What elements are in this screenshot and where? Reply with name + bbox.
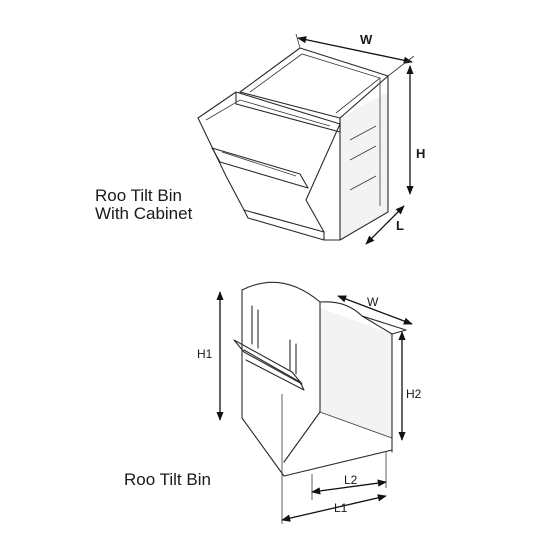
top-dimensions: W H L — [295, 32, 425, 245]
bin-bottom-edge — [241, 417, 393, 477]
tilt-bin-body — [197, 91, 341, 233]
cabinet-inner-frame — [249, 53, 381, 114]
bin-floor-line — [319, 411, 393, 439]
tilt-bin-handle — [211, 147, 309, 189]
top-length-label: L — [396, 218, 404, 233]
bin-illustration — [233, 281, 407, 477]
bin-handle-lower — [243, 349, 305, 391]
h1-label: H1 — [197, 347, 213, 361]
l2-arrow — [311, 479, 387, 495]
top-width-extension — [295, 33, 301, 49]
bottom-width-label: W — [367, 295, 379, 309]
l2-label: L2 — [344, 473, 358, 487]
top-length-arrow — [365, 205, 405, 245]
cabinet-side-shade — [340, 92, 388, 240]
cabinet-slot — [349, 175, 377, 191]
cabinet-right-side — [339, 75, 389, 241]
l1-arrow — [281, 494, 387, 522]
top-caption-line2: With Cabinet — [95, 204, 193, 223]
h2-label: H2 — [406, 387, 422, 401]
top-width-arrow — [297, 36, 413, 64]
cabinet-slot — [349, 125, 377, 141]
bin-top-corner — [391, 329, 407, 335]
top-width-label: W — [360, 32, 373, 47]
bottom-caption: Roo Tilt Bin — [124, 470, 211, 489]
bottom-dimensions: H1 H2 W L2 L1 — [197, 291, 422, 524]
top-caption-line1: Roo Tilt Bin — [95, 186, 182, 205]
top-width-extension — [387, 55, 415, 77]
cabinet-front-frame — [235, 91, 341, 133]
bin-handle — [233, 339, 303, 385]
tilt-bin-rim — [205, 99, 331, 127]
tilt-bin-base — [243, 209, 325, 241]
cabinet-slot — [349, 145, 377, 161]
cabinet-illustration — [197, 47, 389, 241]
bin-side-shade — [320, 308, 392, 438]
tilt-bin-handle-inner — [221, 151, 297, 177]
top-height-label: H — [416, 146, 425, 161]
bottom-width-arrow — [337, 295, 413, 325]
l1-label: L1 — [334, 501, 348, 515]
